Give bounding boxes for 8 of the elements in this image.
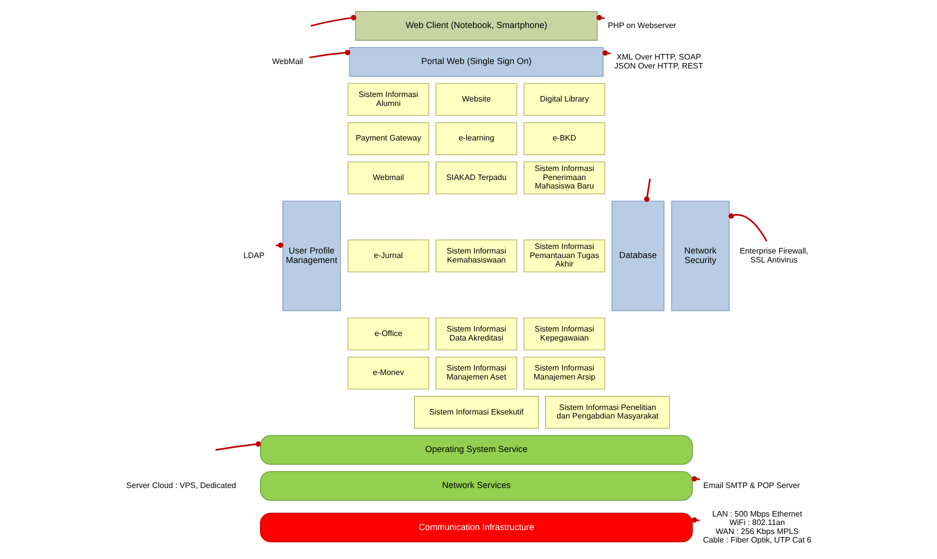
node-text: XML Over HTTP, SOAP JSON Over HTTP, REST — [614, 52, 703, 70]
node-text: WebMail — [272, 56, 303, 66]
node-text: PHP on Webserver — [607, 20, 676, 30]
node-text: Email SMTP & POP Server — [702, 480, 800, 490]
label: Server Cloud : VPS, Dedicated — [126, 480, 236, 490]
node-text: Enterprise Firewall, SSL Antivirus — [739, 246, 808, 264]
node-text: LAN : 500 Mbps Ethernet WiFi : 802.11an WAN : 256 Kbps MPLS Cable : Fiber Optik, UTP Cat 6 — [702, 509, 811, 545]
node-text: LDAP — [243, 250, 264, 260]
